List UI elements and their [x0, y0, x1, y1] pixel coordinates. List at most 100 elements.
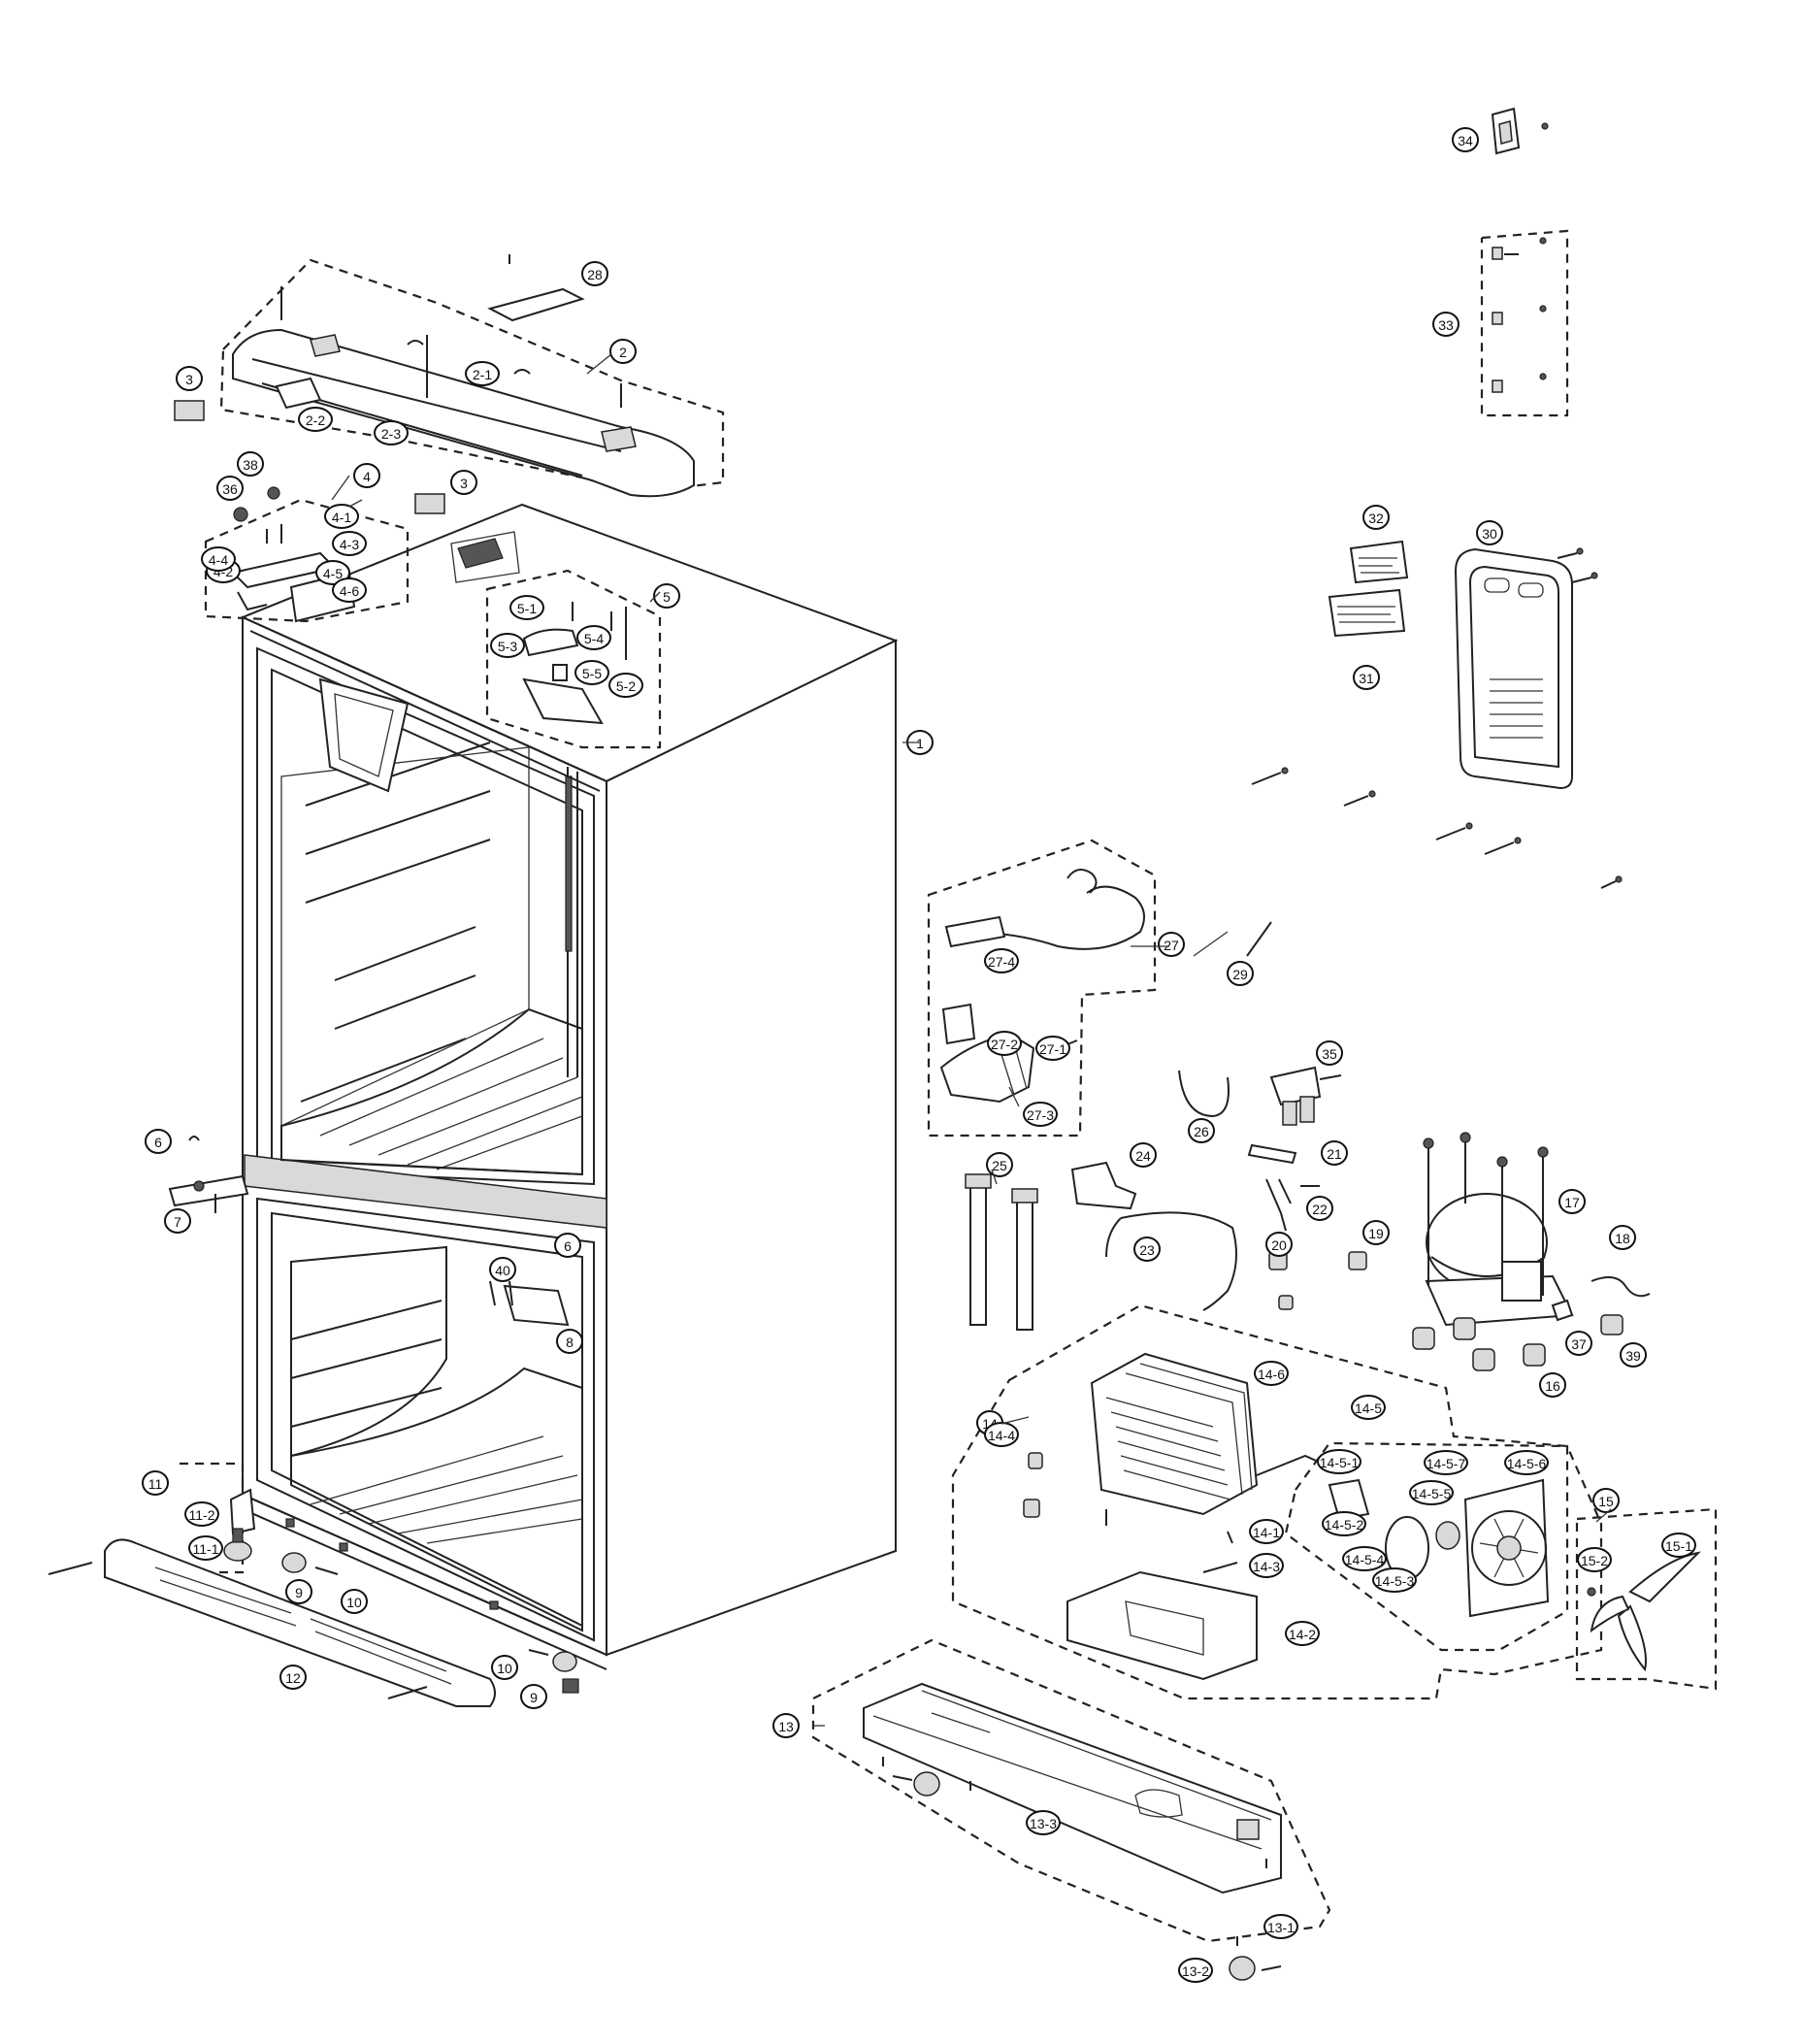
callout-label: 2	[619, 345, 627, 360]
callout-13-3: 13-3	[1026, 1810, 1061, 1835]
callout-4-1: 4-1	[324, 504, 359, 529]
screw-14b	[1227, 1531, 1233, 1544]
callout-label: 32	[1368, 511, 1384, 526]
callout-4-4: 4-4	[201, 546, 236, 572]
fan-motor-assembly	[1284, 1441, 1569, 1652]
middle-hinge-center	[489, 1280, 570, 1327]
callout-23: 23	[1133, 1236, 1161, 1262]
callout-label: 14-5-3	[1375, 1573, 1415, 1589]
callout-label: 38	[243, 457, 258, 473]
callout-2: 2	[609, 339, 637, 364]
callout-14-6: 14-6	[1254, 1361, 1289, 1386]
callout-29: 29	[1227, 961, 1254, 986]
callout-label: 5-1	[517, 601, 537, 616]
callout-13: 13	[772, 1713, 800, 1738]
callout-label: 24	[1135, 1148, 1151, 1164]
part-33-assembly	[1480, 229, 1569, 417]
callout-label: 5	[663, 589, 671, 605]
callout-15: 15	[1592, 1488, 1620, 1513]
callout-22: 22	[1306, 1196, 1333, 1221]
cabinet	[240, 503, 899, 1670]
callout-13-1: 13-1	[1263, 1914, 1298, 1939]
callout-label: 15-2	[1581, 1553, 1608, 1568]
callout-5: 5	[653, 583, 680, 609]
part-14-4-cap-b	[1023, 1499, 1040, 1518]
callout-label: 10	[497, 1661, 512, 1676]
callout-26: 26	[1188, 1118, 1215, 1143]
callout-label: 4-6	[340, 583, 359, 599]
callout-label: 14-5-5	[1412, 1486, 1452, 1501]
callout-9a: 9	[285, 1579, 312, 1604]
callout-label: 8	[566, 1335, 574, 1350]
part-small-cap	[1278, 1295, 1294, 1310]
fan-blade-assembly	[1575, 1507, 1718, 1691]
callout-14-1: 14-1	[1249, 1519, 1284, 1544]
callout-label: 39	[1625, 1348, 1641, 1364]
callout-32: 32	[1362, 505, 1390, 530]
callout-5-2: 5-2	[608, 673, 643, 698]
bottom-hinge-assembly	[180, 1462, 256, 1574]
callout-label: 22	[1312, 1202, 1328, 1217]
callout-2-1: 2-1	[465, 361, 500, 386]
callout-label: 14-2	[1289, 1627, 1316, 1642]
callout-label: 28	[587, 267, 603, 282]
callout-14-3: 14-3	[1249, 1553, 1284, 1578]
callout-11-1: 11-1	[188, 1535, 223, 1561]
callout-label: 2-3	[381, 426, 401, 442]
callout-label: 21	[1327, 1146, 1342, 1162]
leader-lines	[331, 353, 1612, 1727]
callout-18: 18	[1609, 1225, 1636, 1250]
callout-14-5-1: 14-5-1	[1317, 1449, 1361, 1474]
callout-label: 6	[154, 1135, 162, 1150]
callout-4-3: 4-3	[332, 531, 367, 556]
callout-40: 40	[489, 1257, 516, 1282]
callout-label: 34	[1458, 133, 1473, 148]
callout-label: 3	[460, 476, 468, 491]
callout-label: 14-5-6	[1507, 1456, 1547, 1471]
callout-label: 27-1	[1039, 1041, 1066, 1057]
callout-label: 29	[1232, 967, 1248, 982]
callout-24: 24	[1130, 1142, 1157, 1168]
callout-6b: 6	[554, 1233, 581, 1258]
callout-label: 5-4	[584, 631, 604, 646]
callout-5-4: 5-4	[576, 625, 611, 650]
callout-16: 16	[1539, 1372, 1566, 1398]
callout-label: 35	[1322, 1046, 1337, 1062]
callout-label: 3	[185, 372, 193, 387]
lower-grille	[48, 1538, 496, 1707]
callout-label: 2-1	[473, 367, 492, 382]
callout-20: 20	[1265, 1232, 1293, 1257]
callout-5-1: 5-1	[509, 595, 544, 620]
loose-screws	[1246, 767, 1623, 957]
callout-34: 34	[1452, 127, 1479, 152]
callout-label: 20	[1271, 1237, 1287, 1253]
callout-14-5-5: 14-5-5	[1409, 1480, 1454, 1505]
callout-label: 19	[1368, 1226, 1384, 1241]
callout-28: 28	[581, 261, 608, 286]
callout-15-1: 15-1	[1661, 1533, 1696, 1558]
callout-3b: 3	[450, 470, 477, 495]
callout-label: 12	[285, 1670, 301, 1686]
part-19-cap	[1348, 1251, 1367, 1270]
callout-label: 9	[295, 1585, 303, 1600]
part-35-valve	[1269, 1066, 1342, 1126]
callout-label: 27	[1164, 938, 1179, 953]
part-26-wire	[1178, 1070, 1230, 1118]
callout-38: 38	[237, 451, 264, 477]
callout-label: 4	[363, 469, 371, 484]
callout-39: 39	[1620, 1342, 1647, 1368]
callout-label: 23	[1139, 1242, 1155, 1258]
part-18-wire	[1591, 1276, 1651, 1298]
callout-10b: 10	[491, 1655, 518, 1680]
callout-label: 14-5-7	[1427, 1456, 1466, 1471]
tray-14-2-mesh	[1125, 1600, 1204, 1656]
callout-33: 33	[1432, 312, 1460, 337]
callout-label: 2-2	[306, 412, 325, 428]
callout-label: 27-3	[1027, 1107, 1054, 1123]
callout-label: 4-4	[209, 552, 228, 568]
callout-14-2: 14-2	[1285, 1621, 1320, 1646]
callout-label: 13-3	[1030, 1816, 1057, 1831]
callout-label: 15-1	[1665, 1538, 1692, 1554]
